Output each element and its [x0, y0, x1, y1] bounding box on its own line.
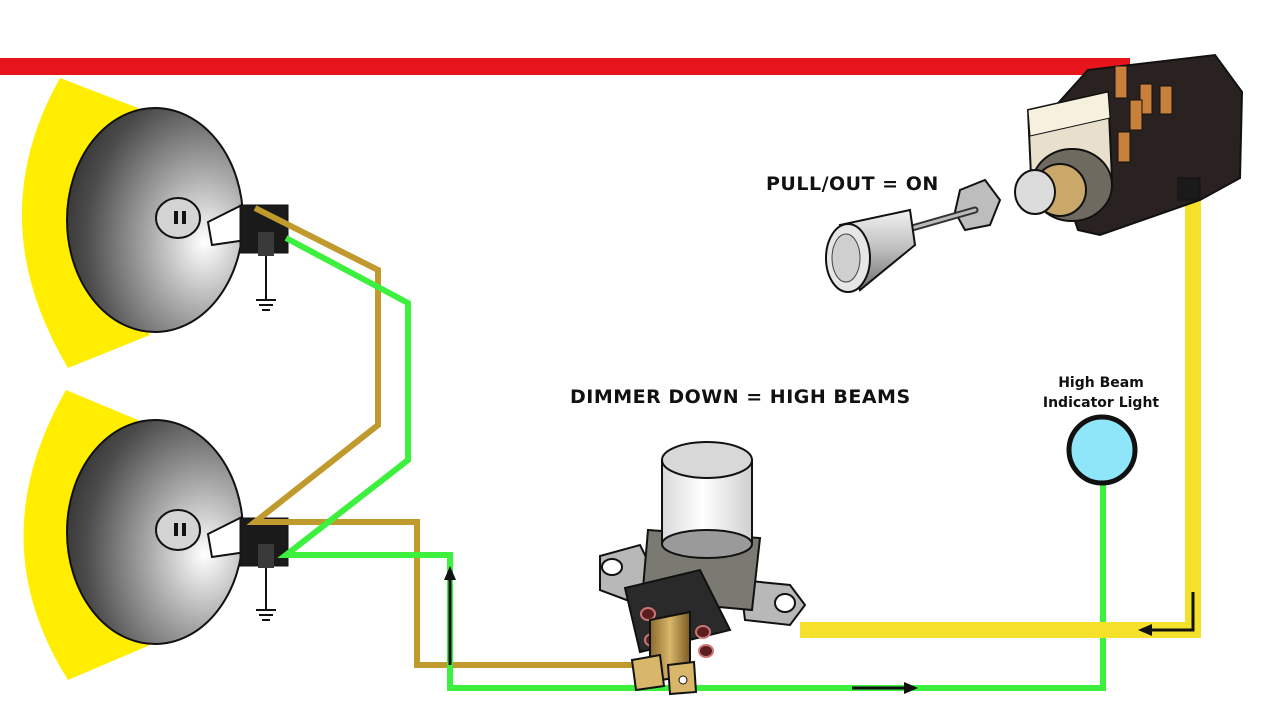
headlight-switch-label: PULL/OUT = ON: [766, 173, 939, 195]
flow-arrow-icon: [444, 566, 1195, 694]
indicator-label-line1: High Beam: [1058, 375, 1144, 391]
ground-symbol-icon-upper: [256, 299, 276, 311]
low-beam-wire: [246, 205, 640, 668]
dimmer-switch-label: DIMMER DOWN = HIGH BEAMS: [570, 386, 911, 408]
indicator-light-label: High Beam Indicator Light: [1030, 373, 1172, 413]
dimmer-switch-icon: [599, 441, 807, 696]
headlight-icon-upper: [66, 107, 289, 333]
indicator-label-line2: Indicator Light: [1042, 395, 1160, 411]
high-beam-wire: [277, 235, 1106, 691]
indicator-light-icon: [1066, 414, 1138, 486]
power-wire: [0, 58, 1130, 75]
headlight-icon-lower: [66, 419, 289, 645]
headlight-switch-icon: [825, 53, 1244, 293]
ground-symbol-icon-lower: [256, 609, 276, 621]
